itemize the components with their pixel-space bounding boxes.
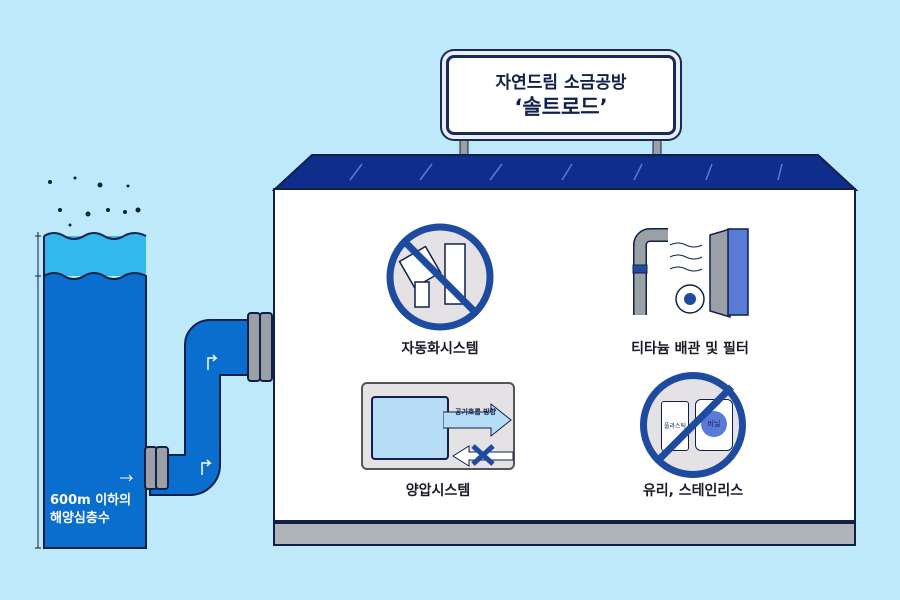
no-plastic-icon: 플라스틱 비닐 xyxy=(640,372,746,478)
vinyl-label: 비닐 xyxy=(707,420,721,428)
sign-title: 자연드림 소금공방 xyxy=(495,73,627,93)
seawater-label-line2: 해양심층수 xyxy=(50,511,110,526)
no-manual-labor-icon xyxy=(386,223,494,331)
titanium-pipe-filter-icon xyxy=(632,227,749,319)
seawater-column xyxy=(35,176,147,549)
feature-label-pressure: 양압시스템 xyxy=(405,483,471,499)
seawater-label-line1: 600m 이하의 xyxy=(50,493,132,508)
feature-label-titanium: 티타늄 배관 및 필터 xyxy=(631,341,749,357)
intake-pipe xyxy=(144,312,273,496)
plastic-label: 플라스틱 xyxy=(663,423,687,430)
feature-label-automation: 자동화시스템 xyxy=(401,341,479,357)
factory-roof xyxy=(272,154,858,191)
factory-foundation xyxy=(273,522,856,546)
sign-subtitle: ‘솔트로드’ xyxy=(514,95,608,119)
airflow-label: 공기흐름 방향 xyxy=(455,408,497,416)
positive-pressure-icon: 공기흐름 방향 xyxy=(361,382,515,470)
seawater-label: 600m 이하의 해양심층수 xyxy=(50,492,131,528)
feature-label-glass-steel: 유리, 스테인리스 xyxy=(642,483,744,499)
factory-sign: 자연드림 소금공방 ‘솔트로드’ xyxy=(446,55,676,135)
